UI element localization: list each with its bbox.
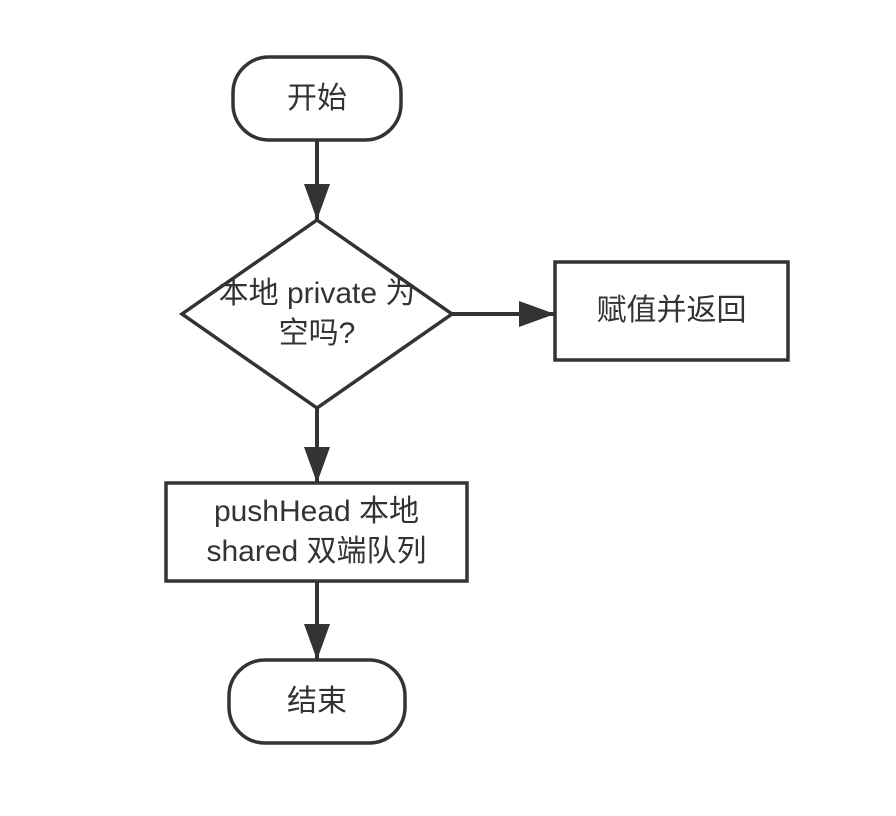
start-node <box>231 55 403 142</box>
push-node <box>164 481 469 583</box>
assign-node <box>553 260 790 362</box>
decision-node <box>178 217 456 411</box>
end-node <box>227 658 407 745</box>
